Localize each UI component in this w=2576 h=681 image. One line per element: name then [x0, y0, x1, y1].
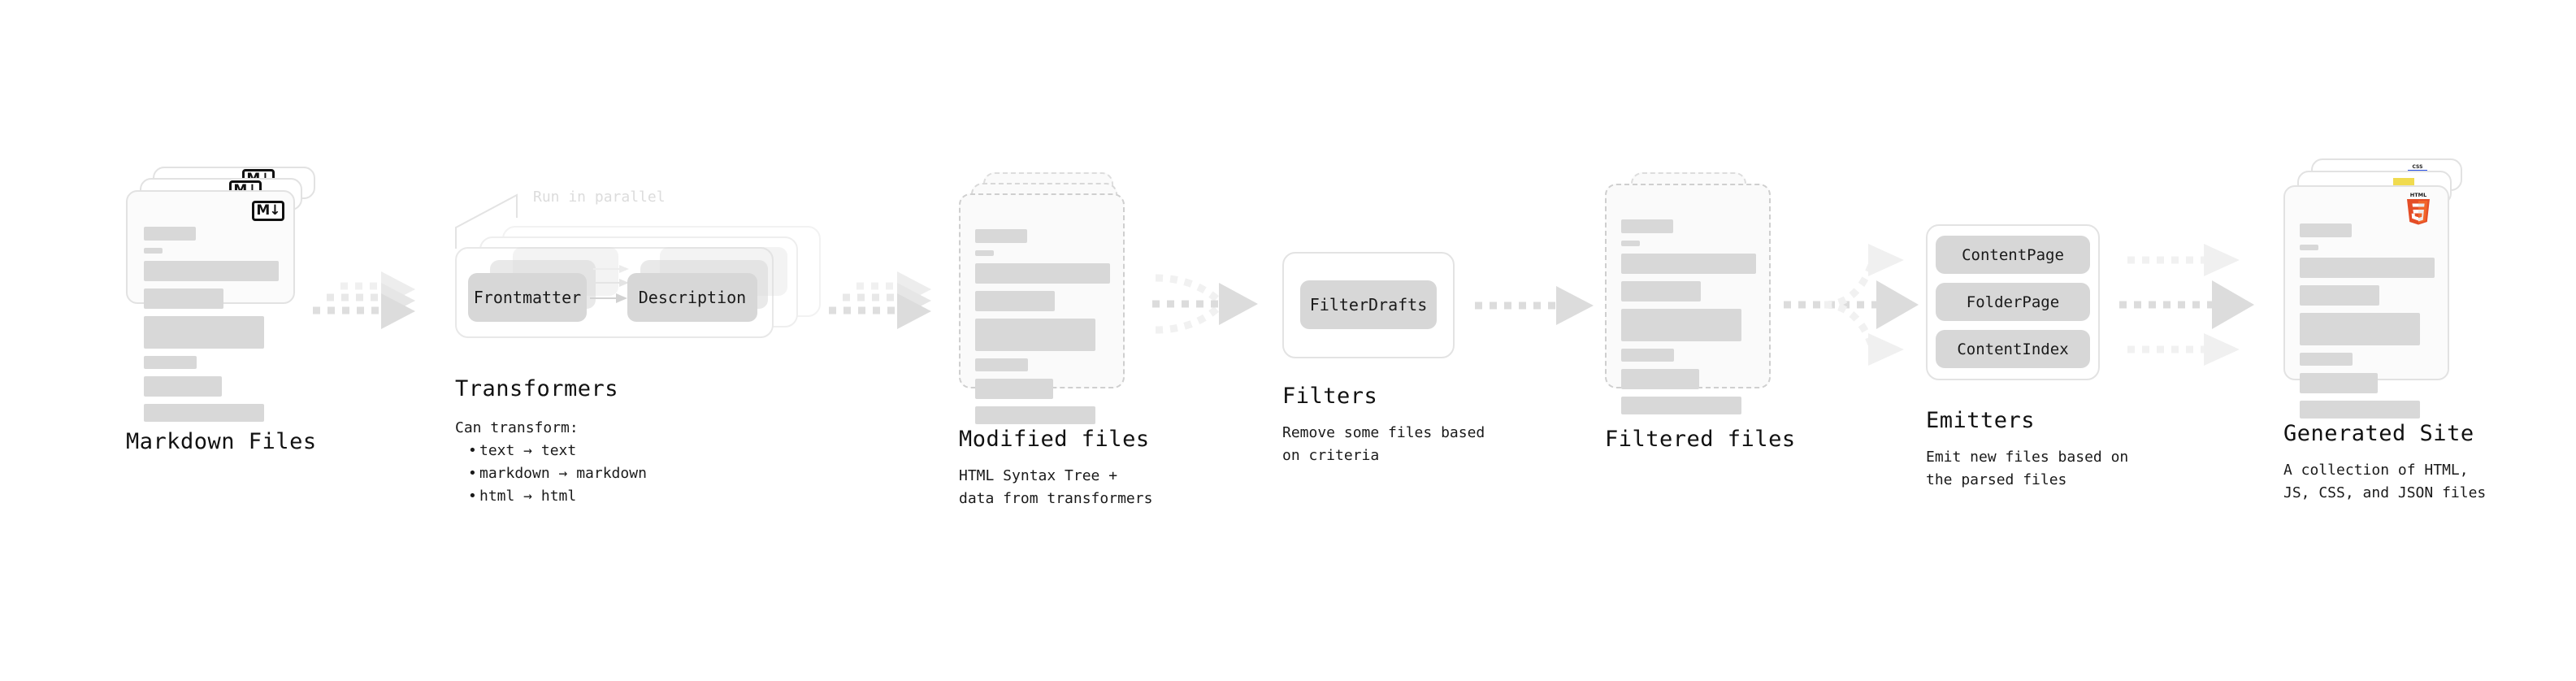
skeleton-line: [144, 261, 279, 281]
filter-chip-filterdrafts[interactable]: FilterDrafts: [1300, 280, 1437, 329]
connector-transformers-to-modified: [829, 271, 931, 329]
modified-skeleton: [975, 229, 1110, 432]
transformer-chip-description[interactable]: Description: [627, 273, 757, 322]
skeleton-line: [1621, 241, 1640, 246]
skeleton-line: [144, 404, 264, 422]
skeleton-line: [975, 379, 1053, 399]
modified-files-description: HTML Syntax Tree + data from transformer…: [959, 467, 1153, 507]
emitter-chip-contentpage[interactable]: ContentPage: [1936, 236, 2090, 274]
transformers-lead: Can transform:: [455, 419, 579, 436]
skeleton-line: [975, 319, 1095, 351]
skeleton-line: [975, 229, 1027, 243]
transformers-item-list: text → text markdown → markdown html → h…: [455, 440, 647, 508]
skeleton-line: [1621, 219, 1673, 233]
skeleton-line: [144, 376, 222, 397]
skeleton-line: [2300, 401, 2420, 419]
skeleton-line: [975, 358, 1028, 371]
chip-label: FolderPage: [1966, 293, 2060, 311]
chip-label: ContentIndex: [1957, 340, 2069, 358]
filters-description: Remove some files based on criteria: [1282, 424, 1485, 464]
svg-text:HTML: HTML: [2410, 192, 2426, 198]
connector-filtered-to-emitters: [1784, 244, 1919, 366]
skeleton-line: [144, 248, 163, 254]
svg-text:CSS: CSS: [2413, 164, 2423, 170]
skeleton-line: [975, 250, 994, 256]
list-item: html → html: [468, 485, 647, 508]
emitters-description: Emit new files based on the parsed files: [1926, 449, 2129, 488]
run-in-parallel-bracket: [455, 193, 518, 249]
emitter-chip-contentindex[interactable]: ContentIndex: [1936, 330, 2090, 368]
generated-site-skeleton: [2300, 223, 2435, 426]
modified-files-title: Modified files: [959, 427, 1150, 452]
skeleton-line: [1621, 309, 1741, 341]
list-item: markdown → markdown: [468, 462, 647, 485]
skeleton-line: [975, 263, 1110, 284]
chip-label: ContentPage: [1962, 245, 2064, 264]
markdown-files-title: Markdown Files: [126, 429, 317, 454]
chip-label: Description: [638, 288, 747, 307]
skeleton-line: [2300, 373, 2378, 393]
skeleton-line: [2300, 285, 2379, 306]
generated-site-description: A collection of HTML, JS, CSS, and JSON …: [2283, 462, 2487, 501]
markdown-skeleton: [144, 227, 279, 429]
skeleton-line: [2300, 313, 2420, 345]
transformers-title: Transformers: [455, 376, 619, 401]
transformer-front-arrow: [590, 293, 627, 303]
emitters-title: Emitters: [1926, 408, 2036, 433]
skeleton-line: [144, 227, 196, 241]
run-in-parallel-label: Run in parallel: [533, 189, 666, 206]
skeleton-line: [144, 316, 264, 349]
connector-md-to-transformers: [313, 271, 415, 329]
skeleton-line: [1621, 369, 1699, 389]
html5-icon: HTML: [2407, 192, 2430, 225]
connector-modified-to-filters: [1152, 274, 1258, 334]
skeleton-line: [1621, 349, 1674, 362]
skeleton-line: [2300, 258, 2435, 278]
skeleton-line: [975, 406, 1095, 424]
skeleton-line: [1621, 281, 1701, 301]
skeleton-line: [2300, 245, 2318, 250]
transformer-inner-arrows: [593, 265, 629, 287]
connector-emitters-to-site: [2119, 244, 2254, 366]
skeleton-line: [1621, 254, 1756, 274]
filters-title: Filters: [1282, 384, 1378, 409]
skeleton-line: [144, 288, 223, 309]
chip-label: FilterDrafts: [1309, 295, 1428, 314]
chip-label: Frontmatter: [473, 288, 582, 307]
filtered-files-title: Filtered files: [1605, 427, 1796, 452]
skeleton-line: [1621, 397, 1741, 414]
generated-site-title: Generated Site: [2283, 421, 2474, 446]
emitter-chip-folderpage[interactable]: FolderPage: [1936, 283, 2090, 321]
connector-filters-to-filtered: [1475, 286, 1594, 325]
skeleton-line: [975, 291, 1055, 311]
skeleton-line: [2300, 353, 2353, 366]
skeleton-line: [144, 356, 197, 369]
markdown-icon: M↓: [252, 201, 284, 221]
filtered-skeleton: [1621, 219, 1756, 422]
transformer-chip-frontmatter[interactable]: Frontmatter: [468, 273, 587, 322]
skeleton-line: [2300, 223, 2352, 237]
list-item: text → text: [468, 440, 647, 462]
transformers-description: Can transform: text → text markdown → ma…: [455, 417, 647, 508]
